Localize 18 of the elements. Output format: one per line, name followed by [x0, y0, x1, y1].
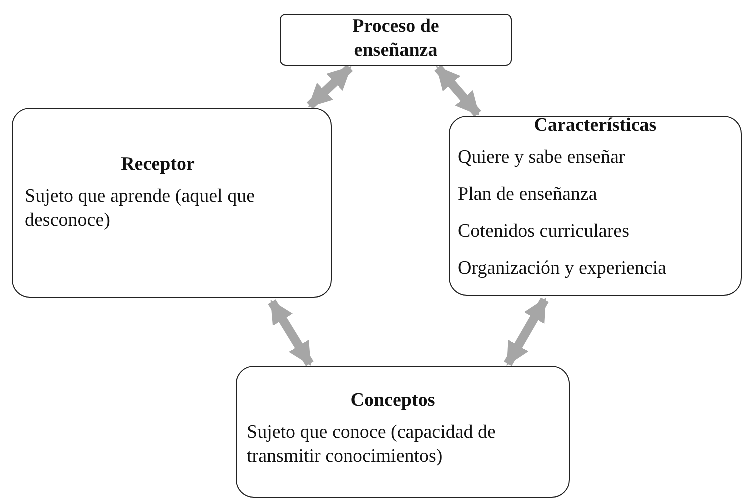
- box-description: Sujeto que conoce (capacidad de transmitir conocimientos): [247, 421, 497, 469]
- double-arrow: [504, 298, 549, 366]
- process-box: [280, 14, 512, 66]
- box-title: Proceso de enseñanza: [352, 15, 440, 63]
- double-arrow: [434, 65, 482, 117]
- double-arrow: [268, 300, 314, 366]
- box-heading: Receptor: [120, 153, 196, 177]
- receptor-box: [12, 108, 332, 298]
- list-item: Quiere y sabe enseñar: [458, 146, 626, 170]
- concepts-box: [236, 366, 570, 498]
- characteristics-box: [449, 116, 742, 296]
- box-heading: Características: [533, 114, 658, 138]
- list-item: Plan de enseñanza: [458, 183, 598, 207]
- list-item: Cotenidos curriculares: [458, 220, 630, 244]
- double-arrow: [306, 64, 354, 110]
- box-heading: Conceptos: [350, 389, 436, 413]
- list-item: Organización y experiencia: [458, 257, 668, 281]
- box-description: Sujeto que aprende (aquel que desconoce): [25, 185, 256, 233]
